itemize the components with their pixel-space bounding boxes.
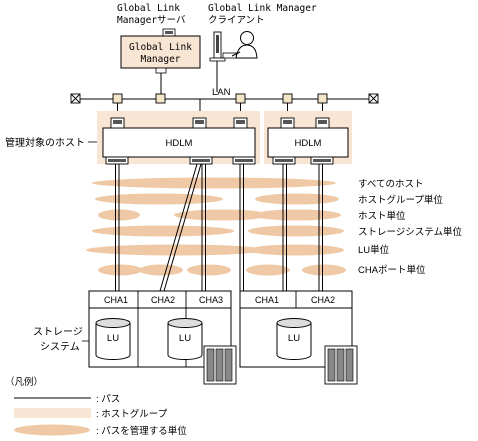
lan-node-icons	[112, 93, 328, 104]
cha-right-2: CHA2	[311, 295, 335, 305]
unit-label-host: ホスト単位	[358, 210, 406, 222]
lu-cylinder-icon	[167, 318, 203, 360]
client-user-icon	[231, 31, 258, 59]
unit-ellipse-storage	[248, 225, 344, 237]
unit-ellipse-cha	[139, 264, 183, 276]
unit-ellipse-storage	[92, 225, 234, 237]
unit-ellipse-cha	[302, 264, 346, 276]
glm-server-icon	[162, 28, 176, 37]
legend-path-label: : パス	[96, 394, 120, 405]
disk-array-icon	[324, 345, 358, 385]
unit-label-lu: LU単位	[358, 244, 390, 256]
client-caption-line2: クライアント	[208, 15, 265, 26]
lan-label: LAN	[212, 87, 231, 98]
storage-label-line2: システム	[40, 341, 80, 353]
lu-label-1: LU	[107, 333, 119, 344]
unit-label-host-group: ホストグループ単位	[358, 194, 443, 206]
host-box-right	[267, 127, 349, 158]
hdlm-right-label: HDLM	[295, 138, 322, 149]
host-nic-icons	[110, 117, 330, 129]
unit-ellipse-host	[253, 209, 341, 221]
unit-ellipse-host-group	[95, 193, 223, 205]
legend-unit-label: : パスを管理する単位	[96, 425, 187, 437]
server-caption-line1: Global Link	[117, 3, 180, 14]
unit-label-all-hosts: すべてのホスト	[358, 179, 423, 190]
glm-server-box	[120, 35, 201, 69]
lu-cylinder-icon	[276, 318, 312, 360]
unit-ellipse-all-hosts	[92, 177, 336, 189]
unit-ellipse-cha	[187, 264, 231, 276]
server-caption-line2: Managerサーバ	[117, 15, 186, 26]
glm-nic-icon	[155, 67, 167, 74]
hdlm-left-label: HDLM	[166, 138, 193, 149]
unit-ellipse-cha	[246, 264, 290, 276]
unit-ellipse-cha	[98, 264, 142, 276]
storage-label-line1: ストレージ	[33, 327, 83, 338]
cha-left-3: CHA3	[199, 295, 223, 305]
legend-host-group-swatch	[14, 408, 91, 418]
host-box-left	[102, 127, 256, 158]
cha-right-1: CHA1	[255, 295, 279, 305]
legend-title: （凡例）	[5, 376, 43, 388]
lu-label-3: LU	[288, 333, 300, 344]
disk-array-icon	[203, 345, 237, 385]
host-hba-icons	[105, 156, 334, 165]
client-caption-line1: Global Link Manager	[208, 3, 317, 14]
unit-ellipses	[86, 177, 346, 276]
lu-cylinder-icon	[95, 318, 131, 360]
lu-label-2: LU	[179, 333, 191, 344]
managed-hosts-label: 管理対象のホスト	[5, 136, 85, 149]
unit-ellipse-lu	[248, 244, 344, 256]
legend-unit-swatch	[14, 424, 90, 436]
cha-left-1: CHA1	[104, 295, 128, 305]
unit-ellipse-host	[174, 209, 270, 221]
unit-label-cha-port: CHAポート単位	[358, 264, 426, 276]
legend-host-group-label: : ホストグループ	[96, 408, 168, 420]
path-lines	[115, 163, 323, 292]
glm-box-line1: Global Link	[129, 42, 192, 53]
unit-label-storage: ストレージシステム単位	[358, 226, 463, 238]
glm-box-line2: Manager	[140, 54, 180, 65]
lan-terminator-right-icon	[368, 93, 379, 104]
cha-left-2: CHA2	[151, 295, 175, 305]
lan-terminator-left-icon	[70, 93, 81, 104]
unit-ellipse-host-group	[255, 193, 339, 205]
